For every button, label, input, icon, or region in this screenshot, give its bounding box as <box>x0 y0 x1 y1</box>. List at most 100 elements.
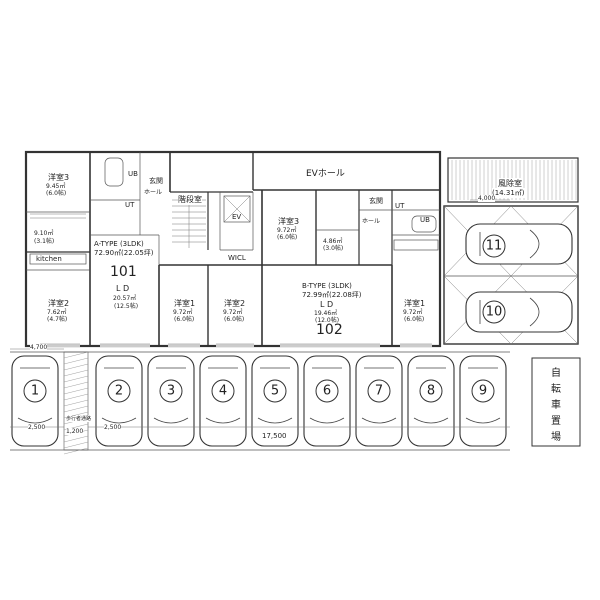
space-number: 10 <box>486 305 503 320</box>
unit-102-yoshitsu3-jo: (6.0帖) <box>277 234 298 241</box>
unit-102-yoshitsu1: 洋室1 <box>404 299 426 308</box>
unit-101-yoshitsu1: 洋室1 <box>174 299 196 308</box>
walkway-hatch-line <box>63 351 89 359</box>
car-windshield <box>101 417 137 424</box>
ev-hall-label: EVホール <box>306 169 345 179</box>
wind-room-label: 風除室 <box>498 178 522 189</box>
bike-char: 自 <box>551 368 561 379</box>
walkway-hatch-line <box>63 447 89 455</box>
bathtub-102 <box>411 215 437 233</box>
wicl-label: WICL <box>228 254 246 262</box>
space-number: 3 <box>167 384 175 399</box>
walkway-hatch-line <box>63 435 89 443</box>
unit-101-yoshitsu3-area: 9.45㎡ <box>46 183 66 190</box>
unit-102-ld-area: 19.46㎡ <box>314 310 338 317</box>
space-number-circle <box>263 379 287 403</box>
parking-space-9: 9 <box>459 355 507 447</box>
unit-101-hall: ホール <box>144 189 163 196</box>
space-number-circle <box>482 234 506 258</box>
bike-parking-label: 自 転 車 置 場 <box>550 366 562 446</box>
space-number-circle <box>482 300 506 324</box>
space-number-circle <box>23 379 47 403</box>
unit-101-ld-room-jo: (3.1帖) <box>34 238 55 245</box>
car-windshield <box>17 417 53 424</box>
parking-space-6: 6 <box>303 355 351 447</box>
unit-101-yoshitsu3: 洋室3 <box>48 173 70 182</box>
unit-102-type-area: 72.99㎡(22.08坪) <box>302 291 362 299</box>
unit-102-yoshitsu2-area: 9.72㎡ <box>223 309 243 316</box>
walkway <box>63 351 89 451</box>
walkway-hatch-line <box>63 357 89 365</box>
dim-side: 4,000 <box>478 195 496 202</box>
unit-102-ub: UB <box>420 216 430 224</box>
parking-space-7: 7 <box>355 355 403 447</box>
walkway-label: 歩行者通路 <box>66 415 92 422</box>
unit-101-yoshitsu1-jo: (6.0帖) <box>174 316 195 323</box>
parking-space-1: 1 <box>11 355 59 447</box>
car-windshield <box>205 417 241 424</box>
stair-treads <box>172 198 206 248</box>
unit-102-number: 102 <box>316 322 343 338</box>
unit-101-yoshitsu2-jo: (4.7帖) <box>47 316 68 323</box>
bike-char: 車 <box>551 400 561 411</box>
space-number: 11 <box>486 239 503 254</box>
unit-101-ld-room-area: 9.10㎡ <box>34 230 54 237</box>
unit-101-ub: UB <box>128 170 138 178</box>
unit-102-wc-area: 4.86㎡ <box>323 238 343 245</box>
walkway-hatch-line <box>63 363 89 371</box>
space-number: 5 <box>271 384 279 399</box>
bathtub-101 <box>104 157 124 187</box>
unit-102-yoshitsu3: 洋室3 <box>278 217 300 226</box>
space-number: 6 <box>323 384 331 399</box>
wind-room-area: (14.31㎡) <box>492 188 525 198</box>
bike-char: 場 <box>551 432 561 443</box>
dim-top: 4,700 <box>30 344 48 351</box>
parking-space-11: 11 <box>465 223 573 265</box>
dim-walk: 1,200 <box>66 428 84 435</box>
building-outline <box>24 150 442 348</box>
space-number-circle <box>367 379 391 403</box>
unit-102-ld-jo: (12.0帖) <box>315 317 340 324</box>
bike-char: 転 <box>551 384 561 395</box>
space-number-circle <box>211 379 235 403</box>
unit-102-yoshitsu1-jo: (6.0帖) <box>404 316 425 323</box>
parking-space-2: 2 <box>95 355 143 447</box>
space-number-circle <box>471 379 495 403</box>
unit-101-yoshitsu2: 洋室2 <box>48 299 70 308</box>
unit-101-yoshitsu3-jo: (6.0帖) <box>46 190 67 197</box>
walkway-hatch-line <box>63 393 89 401</box>
car-windshield <box>257 417 293 424</box>
space-number: 9 <box>479 384 487 399</box>
unit-102-yoshitsu1-area: 9.72㎡ <box>403 309 423 316</box>
unit-102-entry: 玄関 <box>369 197 383 205</box>
bike-char: 置 <box>551 416 561 427</box>
unit-102-type-label: B-TYPE (3LDK) <box>302 282 352 290</box>
space-number-circle <box>315 379 339 403</box>
elevator-shaft <box>223 195 251 223</box>
stair-hall-label: 階段室 <box>178 194 202 205</box>
kitchen-counter-101 <box>29 253 87 265</box>
parking-space-4: 4 <box>199 355 247 447</box>
walkway-hatch-line <box>63 369 89 377</box>
car-windshield <box>413 417 449 424</box>
unit-101-entry: 玄関 <box>149 177 163 185</box>
unit-102-yoshitsu3-area: 9.72㎡ <box>277 227 297 234</box>
unit-101-type-area: 72.90㎡(22.05坪) <box>94 249 154 257</box>
space-number: 1 <box>31 384 39 399</box>
unit-102-yoshitsu2-jo: (6.0帖) <box>224 316 245 323</box>
unit-102-wc-jo: (3.0帖) <box>323 245 344 252</box>
unit-101-yoshitsu2-area: 7.62㎡ <box>47 309 67 316</box>
walkway-hatch-line <box>63 381 89 389</box>
unit-101-type-label: A-TYPE (3LDK) <box>94 240 144 248</box>
parking-space-10: 10 <box>465 291 573 333</box>
dim-second: 2,500 <box>104 424 122 431</box>
parking-row <box>10 351 510 455</box>
ev-label: EV <box>232 213 242 221</box>
car-windshield <box>153 417 189 424</box>
space-number-circle <box>107 379 131 403</box>
unit-101-number: 101 <box>110 264 137 280</box>
kitchen-counter-102 <box>393 239 439 251</box>
unit-101-yoshitsu1-area: 9.72㎡ <box>173 309 193 316</box>
parking-space-8: 8 <box>407 355 455 447</box>
